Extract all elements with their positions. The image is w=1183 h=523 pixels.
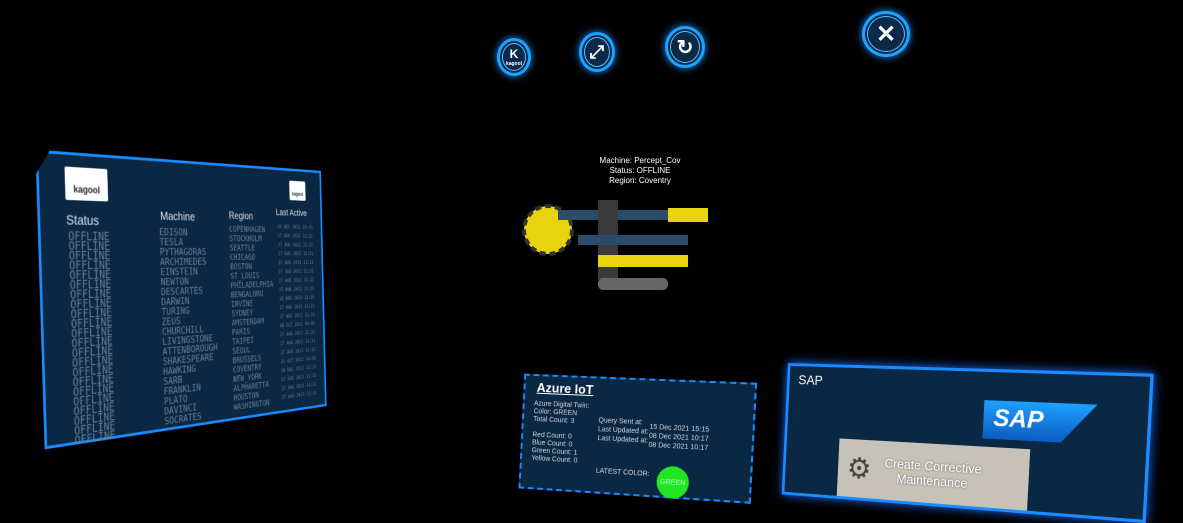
last-updated-value-2: 08 Dec 2021 10:17 — [648, 441, 708, 453]
sap-panel: SAP SAP ⚙ Create Corrective Maintenance — [782, 363, 1154, 523]
kagool-logo: kagool — [64, 166, 108, 201]
azure-title: Azure IoT — [536, 380, 593, 397]
region-cell: COPENHAGEN — [229, 225, 272, 235]
region-cell: STOCKHOLM — [229, 234, 272, 244]
expand-icon: ⤢ — [590, 42, 604, 63]
status-cell: OFFLINE — [74, 430, 115, 446]
machine-name: Machine: Percept_Cov — [580, 156, 700, 166]
machine-region: Region: Coventry — [580, 176, 700, 186]
close-button[interactable]: ✕ — [862, 11, 910, 57]
machine-status-panel: kagool kagool Status Machine Region Last… — [35, 150, 326, 450]
kagool-logo-small: kagool — [289, 181, 305, 201]
last-active-cell: 27 AUG 2021 11:21 — [278, 241, 313, 250]
refresh-icon: ↻ — [677, 35, 694, 60]
machine-label: Machine: Percept_Cov Status: OFFLINE Reg… — [580, 156, 700, 186]
azure-iot-panel: Azure IoT Azure Digital Twin: Color: GRE… — [518, 374, 757, 504]
refresh-button[interactable]: ↻ — [665, 26, 705, 68]
header-last-active: Last Active — [276, 208, 307, 219]
gears-icon: ⚙ — [846, 451, 872, 486]
latest-color-indicator: GREEN — [656, 465, 690, 499]
last-active-column: 15 DEC 2021 10:4327 AUG 2021 11:2127 AUG… — [277, 223, 316, 403]
machine-column: EDISONTESLAPYTHAGORASARCHIMEDESEINSTEINN… — [159, 227, 219, 426]
kagool-home-button[interactable]: Kkagool — [497, 38, 531, 76]
create-corrective-maintenance-button[interactable]: ⚙ Create Corrective Maintenance — [837, 438, 1031, 510]
kagool-sub: kagool — [506, 61, 522, 67]
sap-title: SAP — [798, 372, 823, 388]
header-status: Status — [66, 212, 99, 228]
close-icon: ✕ — [876, 20, 896, 49]
region-cell: SEATTLE — [230, 244, 273, 253]
excavator-model[interactable] — [518, 190, 713, 300]
expand-button[interactable]: ⤢ — [579, 32, 615, 72]
last-updated-label-2: Last Updated at: — [597, 434, 648, 446]
kagool-icon: K — [510, 47, 519, 61]
machine-status: Status: OFFLINE — [580, 166, 700, 176]
status-column: OFFLINEOFFLINEOFFLINEOFFLINEOFFLINEOFFLI… — [68, 231, 115, 445]
last-active-cell: 27 AUG 2021 11:21 — [278, 232, 313, 241]
latest-color-label: LATEST COLOR: — [596, 468, 650, 478]
header-region: Region — [229, 209, 253, 222]
header-machine: Machine — [160, 209, 195, 223]
last-active-cell: 27 AUG 2021 11:21 — [278, 250, 313, 259]
create-corrective-maintenance-label: Create Corrective Maintenance — [880, 455, 986, 492]
sap-logo: SAP — [982, 400, 1097, 444]
region-column: COPENHAGENSTOCKHOLMSEATTLECHICAGOBOSTONS… — [229, 225, 276, 413]
